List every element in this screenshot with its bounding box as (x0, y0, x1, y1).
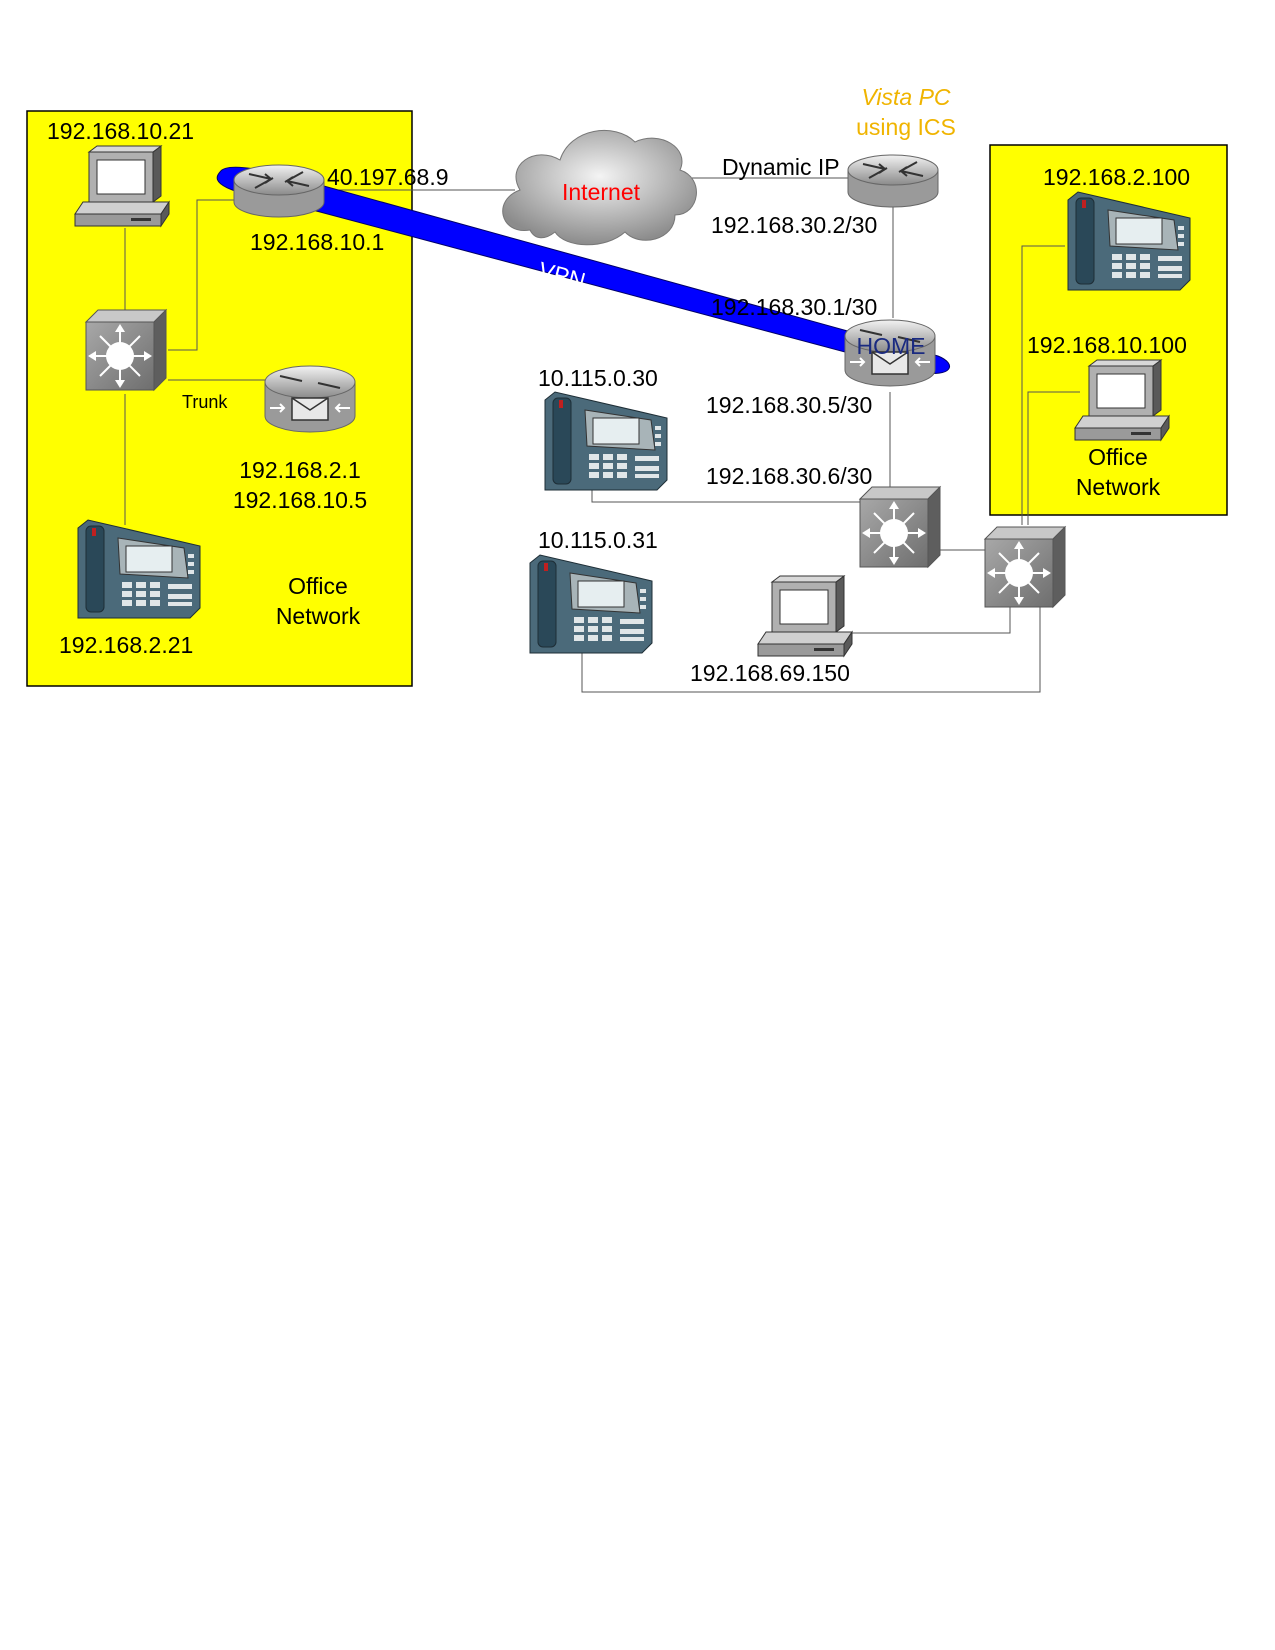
voice-router-ip-1: 192.168.2.1 (239, 457, 361, 483)
home-ip-phone-1-icon[interactable] (544, 391, 668, 491)
home-router-label: HOME (857, 333, 926, 359)
trunk-label: Trunk (182, 392, 228, 412)
office-phone-ip: 192.168.2.21 (59, 632, 193, 658)
right-zone-label-line1: Office (1088, 444, 1148, 470)
vista-lan-ip: 192.168.30.2/30 (711, 212, 877, 238)
home-pc-ip: 192.168.69.150 (690, 660, 850, 686)
home-switch-icon[interactable] (859, 486, 941, 568)
left-zone-label-line1: Office (288, 573, 348, 599)
connection-lines (124, 177, 1080, 693)
office-pc-ip: 192.168.10.21 (47, 118, 194, 144)
office-switch-icon[interactable] (85, 309, 167, 391)
voice-router-ip-2: 192.168.10.5 (233, 487, 367, 513)
office-router-wan-ip: 40.197.68.9 (327, 164, 449, 190)
home-main-switch-icon[interactable] (984, 526, 1066, 608)
home-phone-1-ip: 10.115.0.30 (538, 365, 658, 391)
right-zone-label-line2: Network (1076, 474, 1161, 500)
office-router-lan-ip: 192.168.10.1 (250, 229, 384, 255)
vista-router-icon[interactable] (847, 154, 939, 208)
office-voice-router-icon[interactable] (264, 365, 356, 433)
vpn-tunnel (216, 166, 950, 374)
internet-cloud: Internet (502, 129, 697, 246)
office-router-icon[interactable] (233, 164, 325, 218)
vista-label-line1: Vista PC (861, 84, 950, 110)
home-pc-icon[interactable] (757, 575, 853, 657)
remote-pc-ip: 192.168.10.100 (1027, 332, 1187, 358)
office-pc-icon[interactable] (74, 145, 170, 227)
left-zone-label-line2: Network (276, 603, 361, 629)
internet-label: Internet (562, 179, 641, 205)
home-ip-phone-2-icon[interactable] (529, 554, 653, 654)
home-router-wan-ip: 192.168.30.1/30 (711, 294, 877, 320)
dynamic-ip-label: Dynamic IP (722, 154, 840, 180)
vista-label-line2: using ICS (856, 114, 956, 140)
home-switch-ip: 192.168.30.6/30 (706, 463, 872, 489)
remote-pc-icon[interactable] (1074, 359, 1170, 441)
remote-phone-ip: 192.168.2.100 (1043, 164, 1190, 190)
home-phone-2-ip: 10.115.0.31 (538, 527, 658, 553)
home-router-lan-ip: 192.168.30.5/30 (706, 392, 872, 418)
